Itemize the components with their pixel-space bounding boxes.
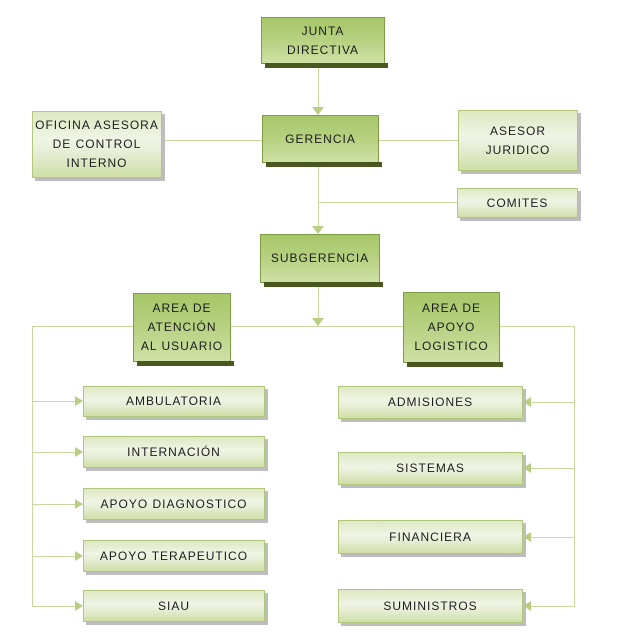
connector-to-financiera [531, 537, 574, 538]
org-node-suministros: SUMINISTROS [338, 589, 523, 623]
org-node-subgerencia: SUBGERENCIA [260, 234, 383, 287]
org-node-internacion: INTERNACIÓN [83, 436, 265, 468]
arrow-down-icon [312, 226, 324, 234]
org-node-oficina-asesora: OFICINA ASESORA DE CONTROL INTERNO [32, 111, 162, 178]
org-node-comites: COMITES [457, 188, 578, 218]
org-node-admisiones: ADMISIONES [338, 386, 523, 419]
connector-left-drop [32, 326, 33, 607]
org-node-area-atencion-usuario: AREA DE ATENCIÓN AL USUARIO [133, 293, 234, 366]
org-node-apoyo-diagnostico: APOYO DIAGNOSTICO [83, 488, 265, 520]
connector-right-drop [574, 326, 575, 607]
connector-to-siau [32, 606, 75, 607]
connector-to-sistemas [531, 468, 574, 469]
connector-junta-gerencia [318, 64, 319, 107]
connector-to-apoyo-diagnostico [32, 504, 75, 505]
org-node-financiera: FINANCIERA [338, 520, 523, 554]
org-node-apoyo-terapeutico: APOYO TERAPEUTICO [83, 540, 265, 572]
connector-gerencia-subgerencia [318, 163, 319, 226]
connector-to-suministros [531, 606, 574, 607]
arrow-right-icon [75, 447, 83, 457]
org-node-ambulatoria: AMBULATORIA [83, 386, 265, 417]
arrow-right-icon [75, 551, 83, 561]
org-node-gerencia: GERENCIA [262, 115, 382, 167]
connector-oficina-gerencia [162, 140, 262, 141]
arrow-left-icon [523, 463, 531, 473]
connector-subgerencia-trunk [318, 283, 319, 318]
connector-gerencia-asesor [379, 140, 458, 141]
arrow-right-icon [75, 499, 83, 509]
arrow-right-icon [75, 396, 83, 406]
org-node-asesor-juridico: ASESOR JURIDICO [458, 110, 578, 171]
connector-to-admisiones [531, 402, 574, 403]
arrow-left-icon [523, 532, 531, 542]
arrow-down-icon [312, 107, 324, 115]
org-node-sistemas: SISTEMAS [338, 452, 523, 485]
org-node-junta-directiva: JUNTA DIRECTIVA [261, 17, 388, 68]
connector-areas-trunk [32, 326, 575, 327]
connector-to-apoyo-terapeutico [32, 556, 75, 557]
org-node-area-apoyo-logistico: AREA DE APOYO LOGISTICO [403, 292, 503, 367]
arrow-down-icon [312, 318, 324, 326]
connector-to-ambulatoria [32, 401, 75, 402]
org-node-siau: SIAU [83, 590, 265, 622]
connector-gerencia-comites [318, 202, 457, 203]
arrow-left-icon [523, 601, 531, 611]
connector-to-internacion [32, 452, 75, 453]
arrow-left-icon [523, 397, 531, 407]
arrow-right-icon [75, 601, 83, 611]
